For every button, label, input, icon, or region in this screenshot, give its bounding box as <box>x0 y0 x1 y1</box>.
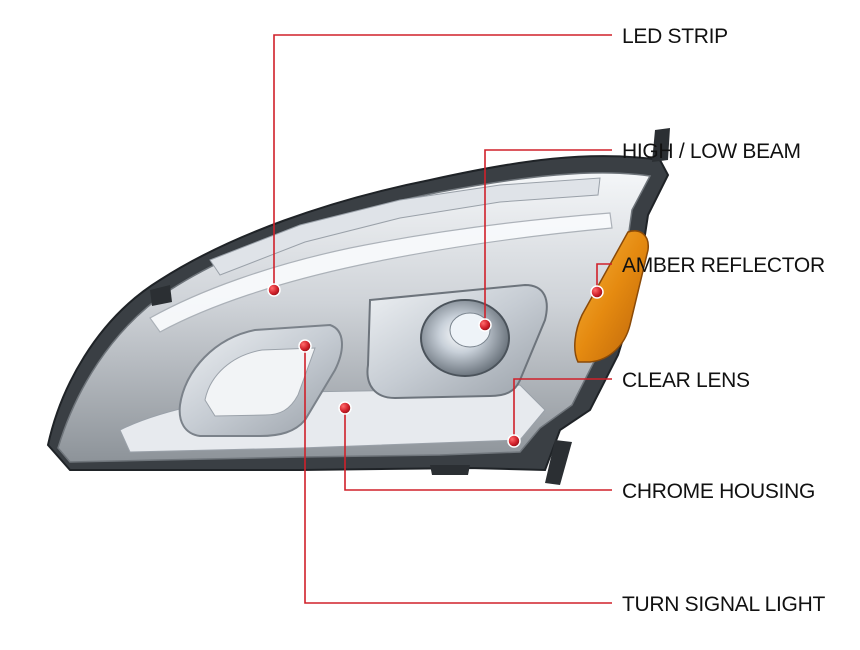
leader-turn-signal <box>304 346 612 604</box>
amber-reflector-shape <box>574 230 649 363</box>
mounting-tab-bottom-left <box>430 465 470 475</box>
leader-led-strip <box>273 34 612 290</box>
marker-chrome-housing <box>338 401 352 415</box>
label-clear-lens: CLEAR LENS <box>622 369 750 392</box>
marker-turn-signal <box>298 339 312 353</box>
label-chrome-housing: CHROME HOUSING <box>622 480 815 503</box>
marker-amber-reflector <box>590 285 604 299</box>
top-facets <box>209 177 601 276</box>
leader-chrome-housing <box>344 408 612 491</box>
mounting-tab-bottom <box>545 440 572 485</box>
label-high-low-beam: HIGH / LOW BEAM <box>622 140 801 163</box>
leader-high-low-beam <box>484 149 612 325</box>
label-turn-signal-light: TURN SIGNAL LIGHT <box>622 593 825 616</box>
turn-signal-inner <box>204 347 316 417</box>
marker-high-low-beam <box>478 318 492 332</box>
label-led-strip: LED STRIP <box>622 25 728 48</box>
marker-led-strip <box>267 283 281 297</box>
mounting-tab-top <box>652 128 670 162</box>
leader-clear-lens <box>513 378 612 441</box>
marker-clear-lens <box>507 434 521 448</box>
leader-lines <box>273 34 612 604</box>
callout-labels: LED STRIP HIGH / LOW BEAM AMBER REFLECTO… <box>622 25 826 616</box>
leader-amber-reflector <box>596 263 612 292</box>
led-strip-band <box>149 212 613 333</box>
mounting-tab-left <box>150 285 172 306</box>
label-amber-reflector: AMBER REFLECTOR <box>622 254 825 277</box>
marker-dots <box>267 283 604 448</box>
headlight-illustration <box>46 128 670 485</box>
